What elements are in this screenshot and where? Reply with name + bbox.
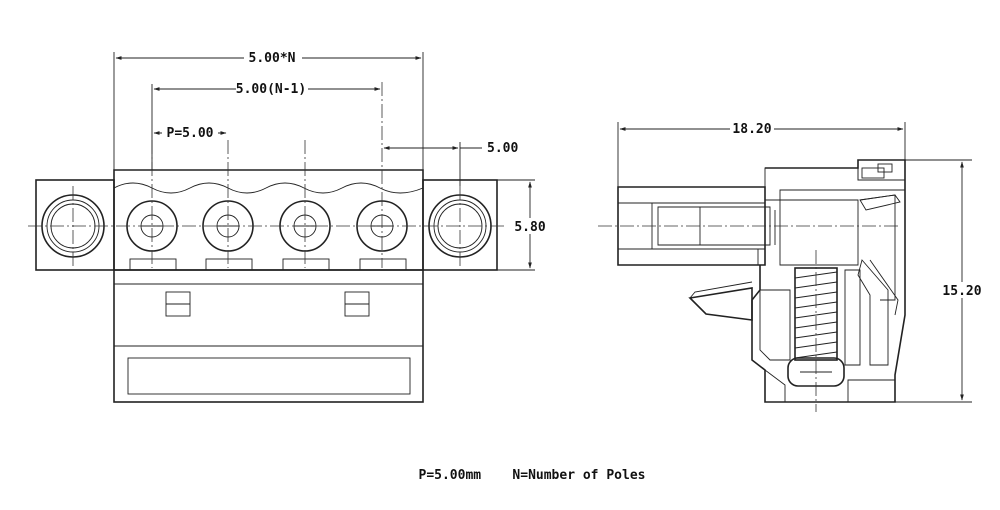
- terminal-tabs: [129, 258, 407, 271]
- dim-pitch-label: P=5.00: [167, 126, 214, 141]
- drawing-note: P=5.00mm N=Number of Poles: [419, 468, 646, 483]
- terminal-body-lower: [113, 269, 424, 403]
- front-view: 5.00*N 5.00(N-1) P=5.00 5.00 5.80: [28, 50, 548, 403]
- release-lever: [688, 287, 753, 321]
- terminal-body-contour: [113, 182, 424, 194]
- dim-total-width-label: 5.00*N: [249, 51, 296, 66]
- terminal-body-top: [113, 169, 424, 271]
- side-housing-outline: [751, 159, 906, 403]
- dim-side-height-label: 15.20: [942, 284, 981, 299]
- dim-height-label: 5.80: [514, 220, 545, 235]
- dim-depth-label: 18.20: [732, 122, 771, 137]
- dim-span-label: 5.00(N-1): [236, 82, 306, 97]
- wire-entry-slot: [127, 357, 411, 395]
- dim-flange-label: 5.00: [487, 141, 518, 156]
- latch-windows: [165, 291, 370, 317]
- side-view: 18.20 15.20: [598, 121, 984, 412]
